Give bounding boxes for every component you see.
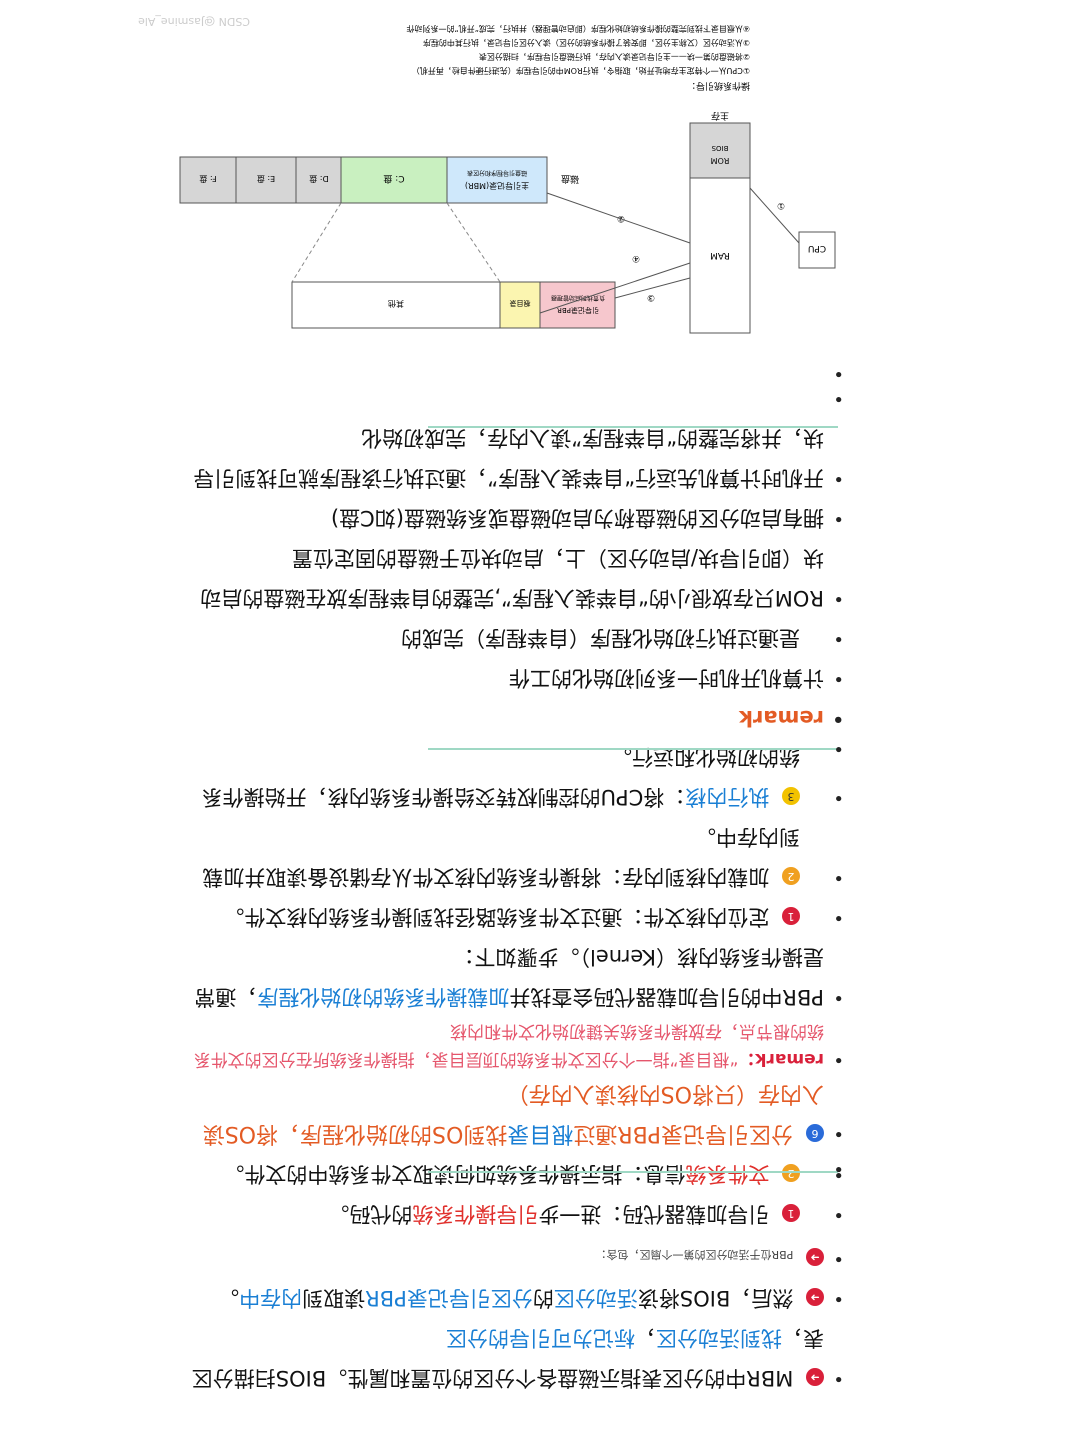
arrow-2-label: ②	[617, 213, 625, 223]
pbr-box	[539, 281, 616, 329]
arrow-1	[749, 187, 800, 244]
c-drive-box	[340, 156, 448, 204]
arrow-4	[539, 262, 691, 314]
mbr-sub-label: 磁盘引导程序和分区表	[467, 169, 527, 177]
d-drive-box	[295, 156, 342, 204]
note-4: ④从根目录下找到完整的操作系统初始化程序（即启动管理器）并执行，完成“开机”的一…	[407, 24, 750, 34]
arrow-2	[546, 192, 691, 244]
other-box	[291, 281, 501, 329]
watermark: CSDN @Jasmine_Ale	[138, 15, 250, 28]
zoom-line-right	[291, 202, 342, 283]
note-2: ②将磁盘的第一块——主引导记录读入内存，执行磁盘引导程序，扫描分区表	[479, 52, 750, 62]
root-dir-box	[499, 281, 541, 329]
f-drive-box	[179, 156, 237, 204]
pbr-label: 引导记录PBR	[557, 306, 599, 315]
zoom-line-left	[446, 202, 501, 283]
root-dir-label: 根目录	[510, 299, 531, 308]
mbr-label: 主引导记录(MBR)	[465, 181, 529, 191]
pbr-sub-label: 负责找到启动管理器	[551, 294, 605, 302]
ram-label: RAM	[710, 250, 730, 260]
arrow-3	[614, 277, 691, 299]
note-1: ①CPU从一个特定主存地址开始，取指令，执行ROM中的引导程序（先进行硬件自检，…	[412, 66, 750, 76]
disk-label: 磁盘	[561, 173, 579, 185]
arrow-3-label: ③	[647, 292, 655, 302]
cpu-label: CPU	[808, 243, 826, 253]
memory-label: 主存	[711, 110, 729, 122]
mbr-box	[446, 156, 548, 204]
rom-label: ROM	[711, 156, 730, 165]
arrow-4-label: ④	[632, 253, 640, 263]
c-drive-label: C: 盘	[383, 173, 404, 185]
d-drive-label: D: 盘	[309, 174, 328, 184]
note-3: ③从活动分区（又称主分区，即安装了操作系统的分区）读入分区引导记录，执行其中的程…	[423, 38, 750, 48]
cpu-box	[798, 231, 836, 269]
e-drive-box	[235, 156, 297, 204]
rom-sub-label: BIOS	[711, 144, 728, 152]
other-label: 其他	[388, 299, 404, 309]
notes-title: 操作系统引导：	[687, 80, 750, 92]
e-drive-label: E: 盘	[257, 174, 275, 184]
arrow-1-label: ①	[777, 200, 785, 210]
f-drive-label: F: 盘	[199, 174, 216, 184]
rom-box	[689, 122, 751, 179]
